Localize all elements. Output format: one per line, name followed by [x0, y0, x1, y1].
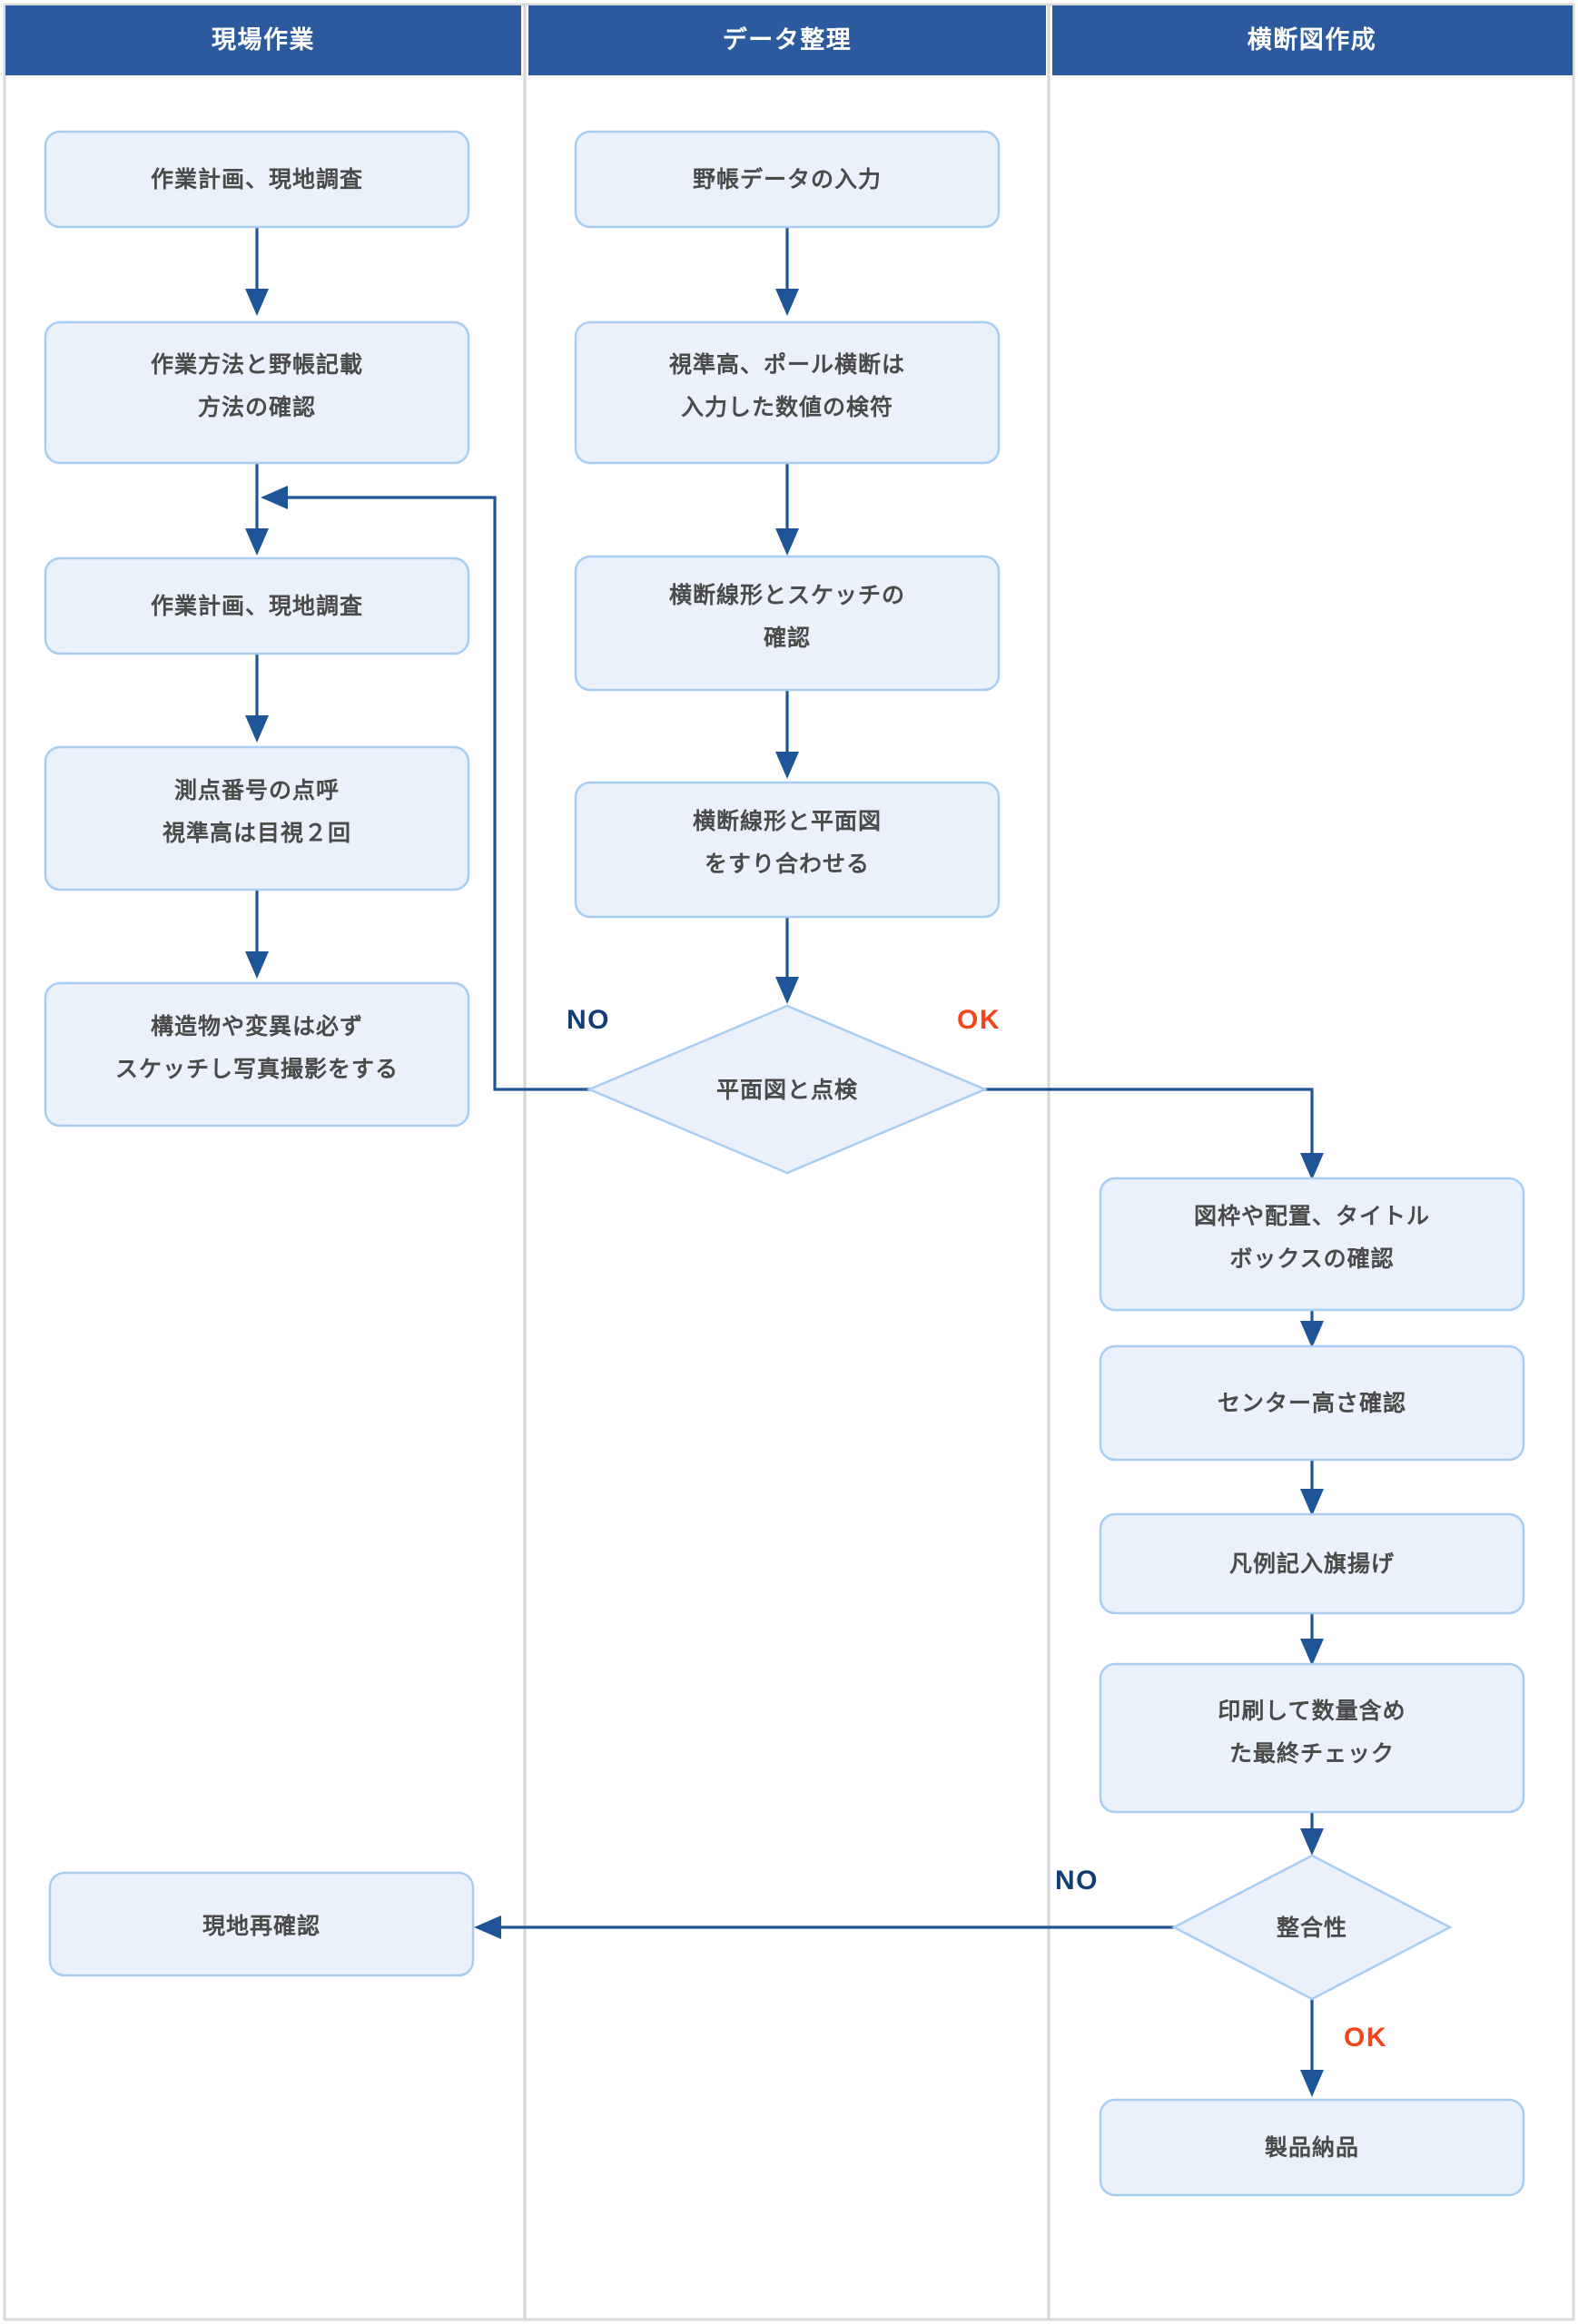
node-s1-line-0: 図枠や配置、タイトル [1194, 1204, 1430, 1229]
lane-header-field-work-label: 現場作業 [212, 26, 315, 54]
node-n3[interactable]: 作業計画、現地調査 [44, 556, 470, 655]
edge-label-d5-ok: OK [957, 1005, 1001, 1035]
node-d3[interactable]: 横断線形とスケッチの 確認 [574, 555, 1001, 692]
node-s4-shape[interactable] [1099, 1662, 1525, 1814]
edge-s4-to-s5 [1300, 1812, 1324, 1856]
edge-d3-to-d4 [775, 690, 799, 779]
edge-n1-to-n2 [245, 227, 269, 316]
node-d1-shape[interactable] [574, 130, 1001, 229]
node-n1-line-0: 作業計画、現地調査 [151, 166, 363, 192]
lane-header-section-drawing-bg [1052, 5, 1573, 75]
node-s6-shape[interactable] [1099, 2098, 1525, 2197]
node-s5-shape[interactable] [1171, 1854, 1453, 2001]
edge-n4-to-n5 [245, 890, 269, 979]
node-n6[interactable]: 現地再確認 [48, 1871, 475, 1977]
lane-header-section-drawing-label: 横断図作成 [1248, 26, 1377, 54]
node-n2-line-1: 方法の確認 [198, 394, 316, 420]
edge-d5-ok-to-s1 [985, 1088, 1324, 1180]
node-n2-shape[interactable] [44, 320, 470, 465]
node-n5[interactable]: 構造物や変異は必ず スケッチし写真撮影をする [44, 981, 470, 1128]
node-s5-line-0: 整合性 [1277, 1915, 1347, 1941]
node-d4-line-0: 横断線形と平面図 [693, 808, 882, 834]
edge-d5-no-to-n3 [261, 486, 590, 1091]
node-d4-shape[interactable] [574, 781, 1001, 919]
edge-s1-to-s2 [1300, 1310, 1324, 1348]
node-d5[interactable]: 平面図と点検 [586, 1004, 989, 1175]
node-d3-line-0: 横断線形とスケッチの [669, 582, 905, 608]
lane-header-data-entry-label: データ整理 [723, 25, 853, 54]
node-s1[interactable]: 図枠や配置、タイトル ボックスの確認 [1099, 1177, 1525, 1312]
edge-s5-no-to-n6 [474, 1915, 1174, 1939]
node-n1-shape[interactable] [44, 130, 470, 229]
lane-header-data-entry-bg [528, 5, 1046, 75]
node-d2-line-1: 入力した数値の検符 [681, 394, 893, 420]
node-s2[interactable]: センター高さ確認 [1099, 1344, 1525, 1462]
node-n3-shape[interactable] [44, 556, 470, 655]
edge-d1-to-d2 [775, 227, 799, 316]
node-d2-line-0: 視準高、ポール横断は [669, 351, 905, 378]
node-n6-shape[interactable] [48, 1871, 475, 1977]
edge-s3-to-s4 [1300, 1613, 1324, 1666]
node-s1-line-1: ボックスの確認 [1229, 1246, 1394, 1272]
node-d1[interactable]: 野帳データの入力 [574, 130, 1001, 229]
node-s5[interactable]: 整合性 [1171, 1854, 1453, 2001]
node-n1[interactable]: 作業計画、現地調査 [44, 130, 470, 229]
node-s2-line-0: センター高さ確認 [1218, 1390, 1406, 1416]
node-s2-shape[interactable] [1099, 1344, 1525, 1462]
node-s4[interactable]: 印刷して数量含め た最終チェック [1099, 1662, 1525, 1814]
node-d4-line-1: をすり合わせる [705, 851, 870, 877]
page-border [3, 3, 1575, 2321]
node-s3-line-0: 凡例記入旗揚げ [1229, 1551, 1395, 1577]
edge-n3-to-n4 [245, 654, 269, 743]
edge-label-s5-no: NO [1055, 1866, 1099, 1896]
node-s1-shape[interactable] [1099, 1177, 1525, 1312]
edge-s5-ok-to-s6 [1300, 1999, 1324, 2097]
node-n2-line-0: 作業方法と野帳記載 [151, 351, 363, 378]
node-s6[interactable]: 製品納品 [1099, 2098, 1525, 2197]
node-d4[interactable]: 横断線形と平面図 をすり合わせる [574, 781, 1001, 919]
node-n2[interactable]: 作業方法と野帳記載 方法の確認 [44, 320, 470, 465]
lane-header-field-work-bg [5, 5, 521, 75]
node-s3-shape[interactable] [1099, 1512, 1525, 1615]
node-n5-shape[interactable] [44, 981, 470, 1128]
node-d3-line-1: 確認 [764, 625, 811, 651]
node-n4[interactable]: 測点番号の点呼 視準高は目視２回 [44, 745, 470, 891]
node-d1-line-0: 野帳データの入力 [693, 166, 882, 192]
edge-s2-to-s3 [1300, 1460, 1324, 1516]
node-d3-shape[interactable] [574, 555, 1001, 692]
node-n4-shape[interactable] [44, 745, 470, 891]
edge-label-d5-no: NO [567, 1005, 610, 1035]
node-n6-line-0: 現地再確認 [202, 1913, 321, 1939]
node-n5-line-0: 構造物や変異は必ず [151, 1013, 363, 1039]
node-s6-line-0: 製品納品 [1264, 2134, 1359, 2161]
node-n5-line-1: スケッチし写真撮影をする [115, 1056, 399, 1082]
node-d5-line-0: 平面図と点検 [716, 1078, 858, 1103]
node-d5-shape[interactable] [586, 1004, 989, 1175]
edge-d4-to-d5 [775, 917, 799, 1004]
node-d2[interactable]: 視準高、ポール横断は 入力した数値の検符 [574, 320, 1001, 465]
edge-label-s5-ok: OK [1344, 2023, 1387, 2053]
node-s4-line-1: た最終チェック [1229, 1740, 1395, 1767]
node-s3[interactable]: 凡例記入旗揚げ [1099, 1512, 1525, 1615]
node-s4-line-0: 印刷して数量含め [1218, 1698, 1405, 1724]
node-n4-line-1: 視準高は目視２回 [163, 820, 351, 846]
edge-d2-to-d3 [775, 463, 799, 556]
edge-n2-to-n3 [245, 463, 269, 556]
node-n4-line-0: 測点番号の点呼 [174, 778, 340, 803]
node-d2-shape[interactable] [574, 320, 1001, 465]
node-n3-line-0: 作業計画、現地調査 [151, 593, 363, 619]
